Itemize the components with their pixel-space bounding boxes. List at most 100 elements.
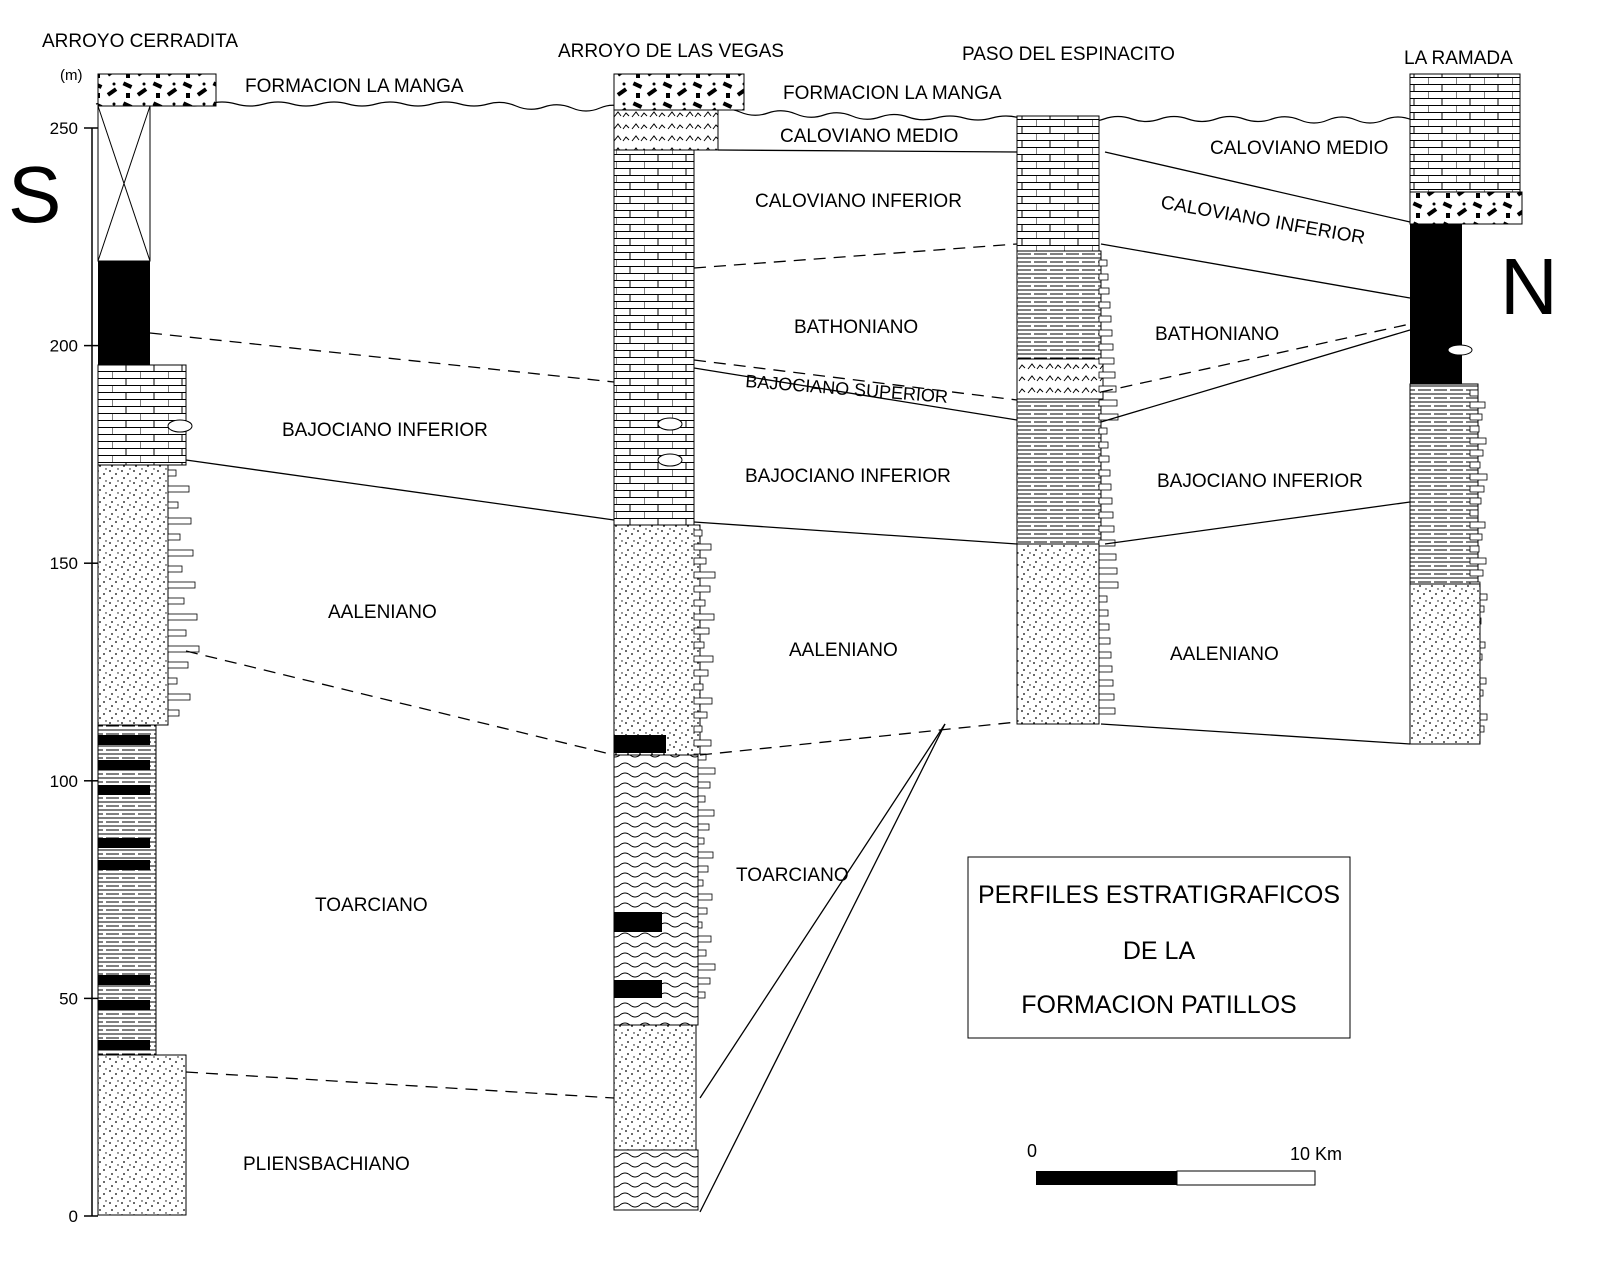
label-formacion-la-manga: FORMACION LA MANGA — [245, 76, 464, 97]
dark-shale-unit — [1409, 383, 1479, 585]
label-caloviano-inferior: CALOVIANO INFERIOR — [755, 191, 962, 212]
bed-ledge — [1469, 521, 1486, 529]
bed-ledge — [1098, 665, 1113, 673]
title-box-frame — [967, 856, 1351, 1039]
bed-ledge — [1098, 525, 1115, 533]
bed-ledge — [1098, 497, 1113, 505]
mixed-unit — [1016, 398, 1102, 545]
bed-ledge — [1469, 437, 1487, 445]
bed-ledge — [1098, 441, 1109, 449]
scale-bar-start-label: 0 — [1027, 1141, 1037, 1161]
scale-tick-label: 50 — [59, 989, 78, 1008]
bed-ledge — [1098, 259, 1108, 267]
label-caloviano-medio: CALOVIANO MEDIO — [780, 126, 958, 147]
south-letter: S — [8, 150, 61, 239]
column-arroyo-vegas — [613, 73, 745, 1211]
black-shale-band — [98, 838, 150, 848]
bed-ledge — [167, 709, 180, 717]
bed-ledge — [1469, 389, 1479, 397]
bed-ledge — [1098, 399, 1118, 407]
black-shale-band — [614, 912, 662, 932]
black-shale-unit — [1410, 224, 1462, 384]
black-shale-band — [614, 980, 662, 998]
column-title-arroyo-vegas: ARROYO DE LAS VEGAS — [558, 41, 784, 62]
sandstone-unit-2 — [97, 1054, 187, 1216]
limestone-unit — [1409, 73, 1521, 193]
title-box: PERFILES ESTRATIGRAFICOS DE LA FORMACION… — [967, 856, 1351, 1039]
label-bajociano-superior: BAJOCIANO SUPERIOR — [745, 371, 949, 407]
bed-ledge — [693, 543, 712, 551]
ammonite-fossil — [657, 417, 683, 431]
column-arroyo-cerradita — [97, 73, 217, 1216]
scale-bar-white-segment — [1176, 1170, 1316, 1186]
black-shale-band — [614, 735, 666, 753]
scale-bar-end-label: 10 Km — [1290, 1144, 1342, 1164]
shale-unit — [1016, 250, 1102, 360]
column-title-paso-espinacito: PASO DEL ESPINACITO — [962, 44, 1175, 65]
bed-ledge — [1469, 461, 1481, 469]
bed-ledge — [167, 597, 185, 605]
bed-ledge — [167, 645, 200, 653]
sandstone-unit — [1409, 583, 1481, 745]
limestone-unit — [613, 149, 695, 526]
scale-tick-label: 250 — [50, 119, 78, 138]
column-title-la-ramada: LA RAMADA — [1404, 48, 1513, 69]
bed-ledge — [1469, 557, 1487, 565]
bed-ledge — [1469, 449, 1484, 457]
bed-ledge — [693, 557, 707, 565]
bed-ledge — [1098, 315, 1112, 323]
bed-ledge — [1098, 483, 1112, 491]
bed-ledge — [1098, 553, 1117, 561]
bed-ledge — [1098, 707, 1116, 715]
black-shale-unit — [98, 261, 150, 365]
black-shale-band — [98, 760, 150, 770]
bed-ledge — [1098, 651, 1112, 659]
bed-ledge — [1098, 287, 1110, 295]
black-shale-band — [98, 1040, 150, 1050]
bed-ledge — [1098, 455, 1110, 463]
bed-ledge — [1098, 609, 1109, 617]
bed-ledge — [167, 693, 191, 701]
title-line-3: FORMACION PATILLOS — [1021, 991, 1297, 1019]
volcanic-unit — [1016, 358, 1104, 400]
scale-bar: 0 10 Km — [1027, 1141, 1342, 1186]
bed-ledge — [693, 585, 711, 593]
bed-ledge — [167, 613, 198, 621]
column-la-ramada — [1409, 73, 1523, 745]
bed-ledge — [1469, 569, 1484, 577]
bed-ledge — [693, 613, 715, 621]
bed-ledge — [167, 469, 177, 477]
title-line-2: DE LA — [1123, 937, 1196, 965]
scale-tick-label: 0 — [69, 1207, 78, 1226]
manga-block — [97, 73, 217, 107]
bed-ledge — [167, 661, 189, 669]
bed-ledge — [1098, 273, 1109, 281]
bed-ledge — [1098, 301, 1111, 309]
label-bajociano-inferior: BAJOCIANO INFERIOR — [745, 466, 951, 487]
bed-ledge — [693, 641, 705, 649]
bed-ledge — [1098, 693, 1115, 701]
label-bathoniano: BATHONIANO — [1155, 324, 1279, 345]
volcanic-unit — [613, 109, 719, 151]
label-formacion-la-manga: FORMACION LA MANGA — [783, 83, 1002, 104]
scale-unit-label: (m) — [60, 67, 83, 84]
bed-ledge — [693, 711, 708, 719]
bed-ledge — [167, 549, 194, 557]
label-aaleniano: AALENIANO — [1170, 644, 1279, 665]
column-paso-espinacito — [1016, 115, 1119, 725]
ammonite-fossil — [167, 419, 193, 433]
bed-ledge — [167, 533, 181, 541]
limestone-unit — [1016, 115, 1100, 252]
bed-ledge — [1469, 533, 1483, 541]
scale-bar-black-segment — [1036, 1171, 1177, 1185]
bed-ledge — [1098, 581, 1119, 589]
bed-ledge — [1098, 469, 1111, 477]
bed-ledge — [693, 627, 710, 635]
bed-ledge — [693, 725, 703, 733]
bed-ledge — [1469, 509, 1479, 517]
bed-ledge — [1098, 623, 1110, 631]
manga-block — [613, 73, 745, 111]
black-shale-band — [98, 860, 150, 870]
scale-tick-label: 150 — [50, 554, 78, 573]
